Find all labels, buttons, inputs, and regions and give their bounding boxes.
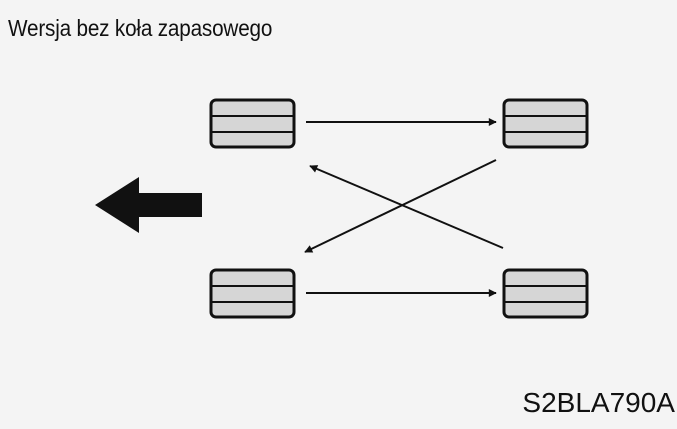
rotation-arrow-cross-down [304,159,497,253]
tire-icon-front-left [209,98,296,149]
rotation-arrow-cross-up [309,165,504,249]
tire-icon-front-right [209,268,296,319]
figure-code: S2BLA790A [522,387,675,418]
tire-icon-rear-left [502,98,589,149]
tire-icon-rear-right [502,268,589,319]
arrow-left-icon [95,177,202,233]
diagram-title: Wersja bez koła zapasowego [8,15,273,41]
